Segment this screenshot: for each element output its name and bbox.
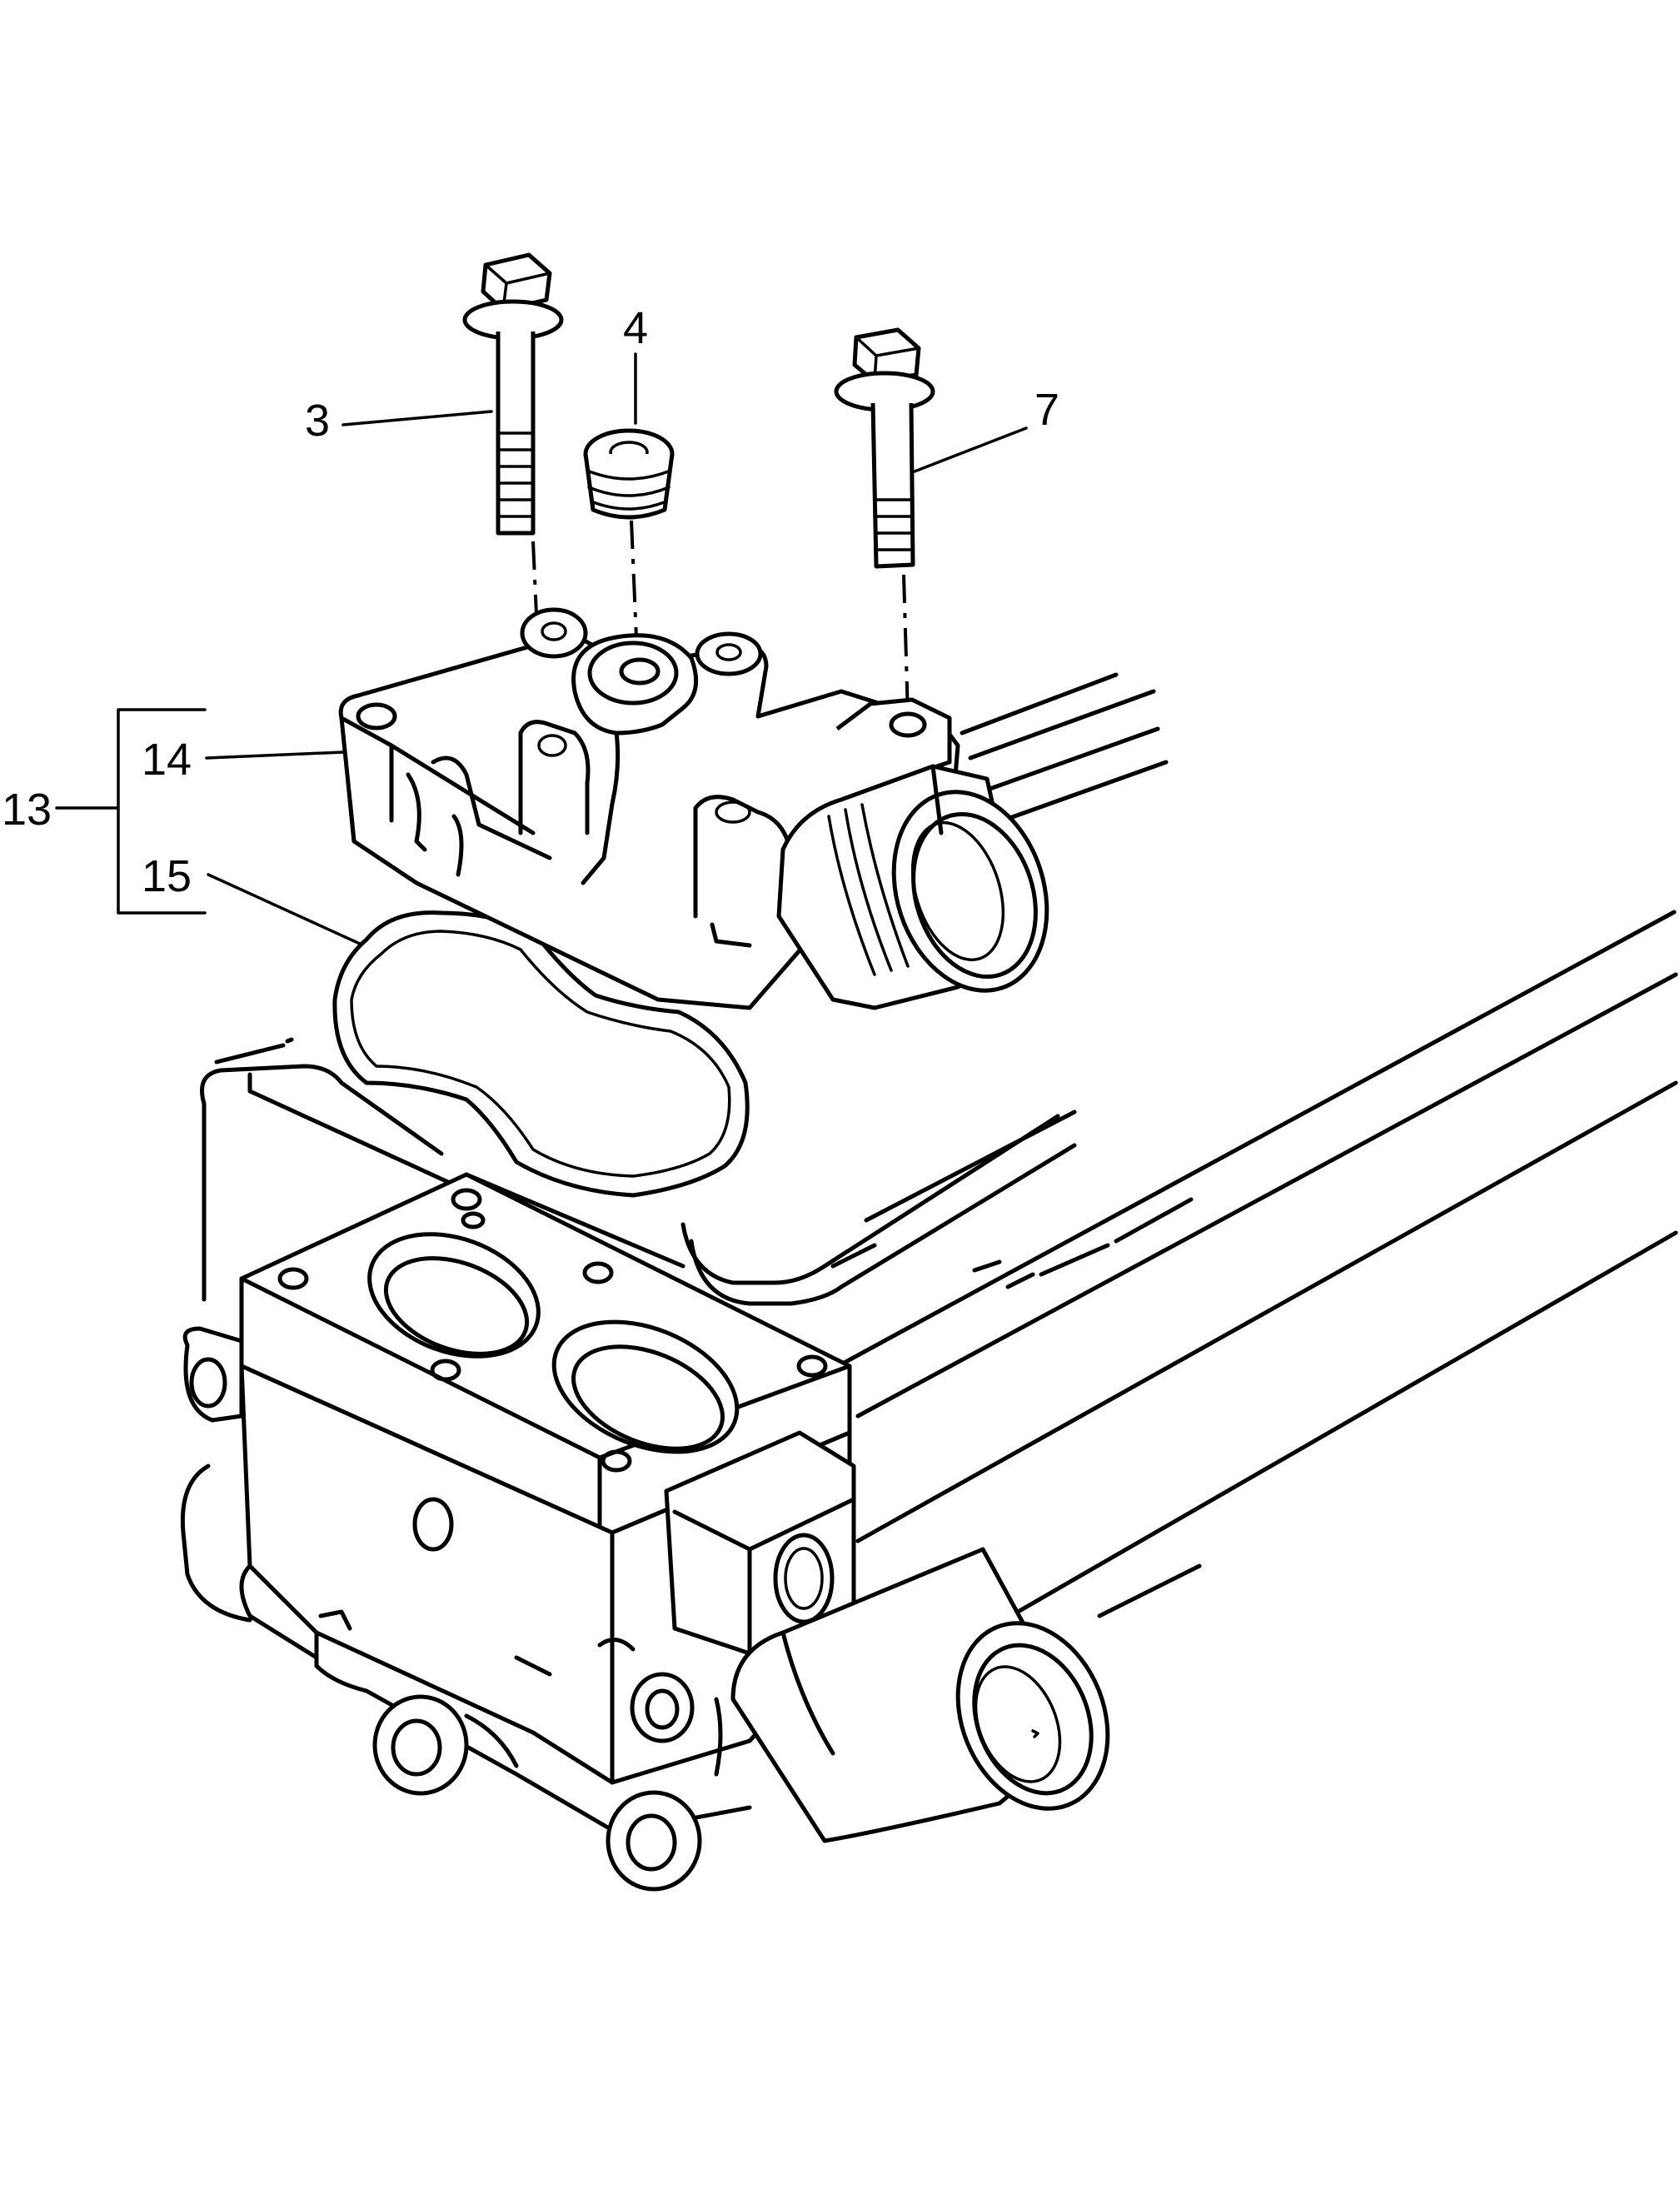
plug-4	[583, 428, 675, 659]
callout-label-14: 14	[142, 735, 192, 785]
lower-housing	[180, 1172, 1110, 1892]
bolt-3	[462, 252, 564, 726]
engine-outline-lines	[200, 672, 1678, 1639]
callout-label-15: 15	[142, 851, 192, 901]
callout-label-3: 3	[305, 396, 330, 446]
callout-3: 3	[305, 396, 493, 446]
callout-4: 4	[623, 303, 648, 425]
callout-label-13: 13	[2, 785, 52, 835]
callout-15: 15	[142, 851, 361, 945]
bolt-7	[834, 327, 935, 717]
callout-7: 7	[913, 385, 1059, 473]
thermostat-housing-14	[338, 607, 1049, 1010]
callout-label-4: 4	[623, 303, 648, 353]
callout-14: 14	[142, 735, 345, 785]
callout-13: 13	[2, 708, 207, 915]
callout-label-7: 7	[1034, 385, 1059, 435]
